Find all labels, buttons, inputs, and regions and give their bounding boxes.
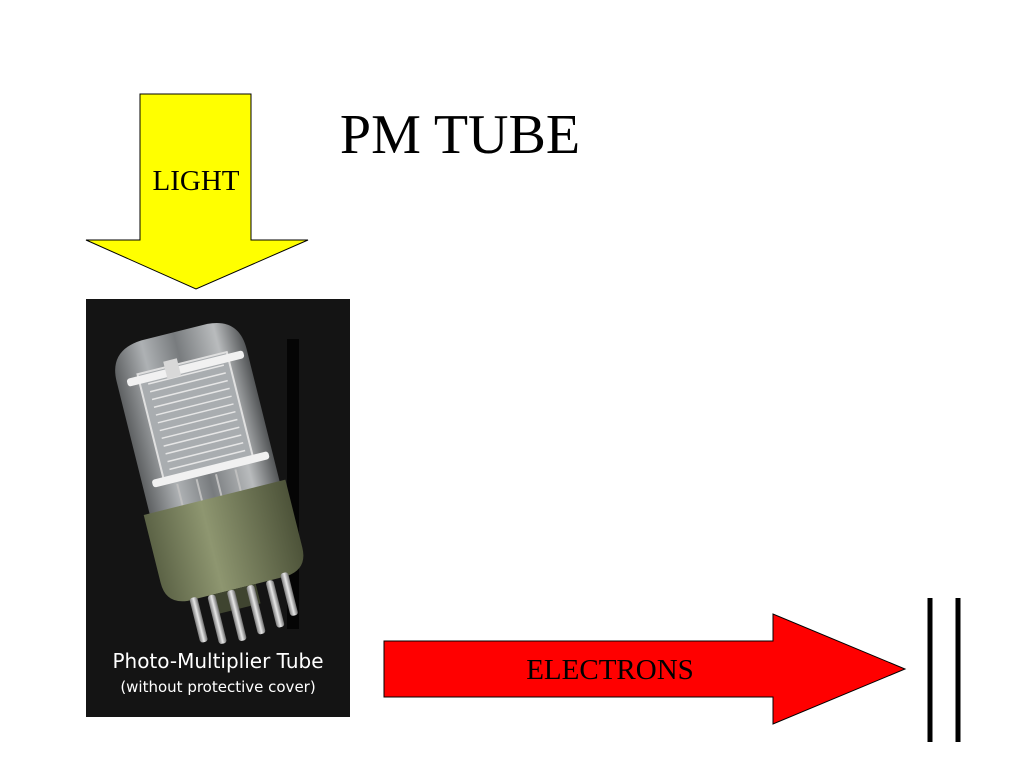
photo-caption-subtitle: (without protective cover) (120, 678, 316, 696)
electrons-arrow (383, 613, 907, 725)
light-arrow (85, 93, 309, 290)
slide-title: PM TUBE (339, 104, 581, 166)
detector-plates (927, 598, 961, 742)
pm-tube-image (86, 299, 350, 717)
electrons-arrow-label: ELECTRONS (526, 654, 694, 686)
light-arrow-label: LIGHT (152, 165, 240, 197)
photo-caption-title: Photo-Multiplier Tube (112, 649, 324, 673)
pm-tube-photo: Photo-Multiplier Tube (without protectiv… (86, 299, 350, 717)
